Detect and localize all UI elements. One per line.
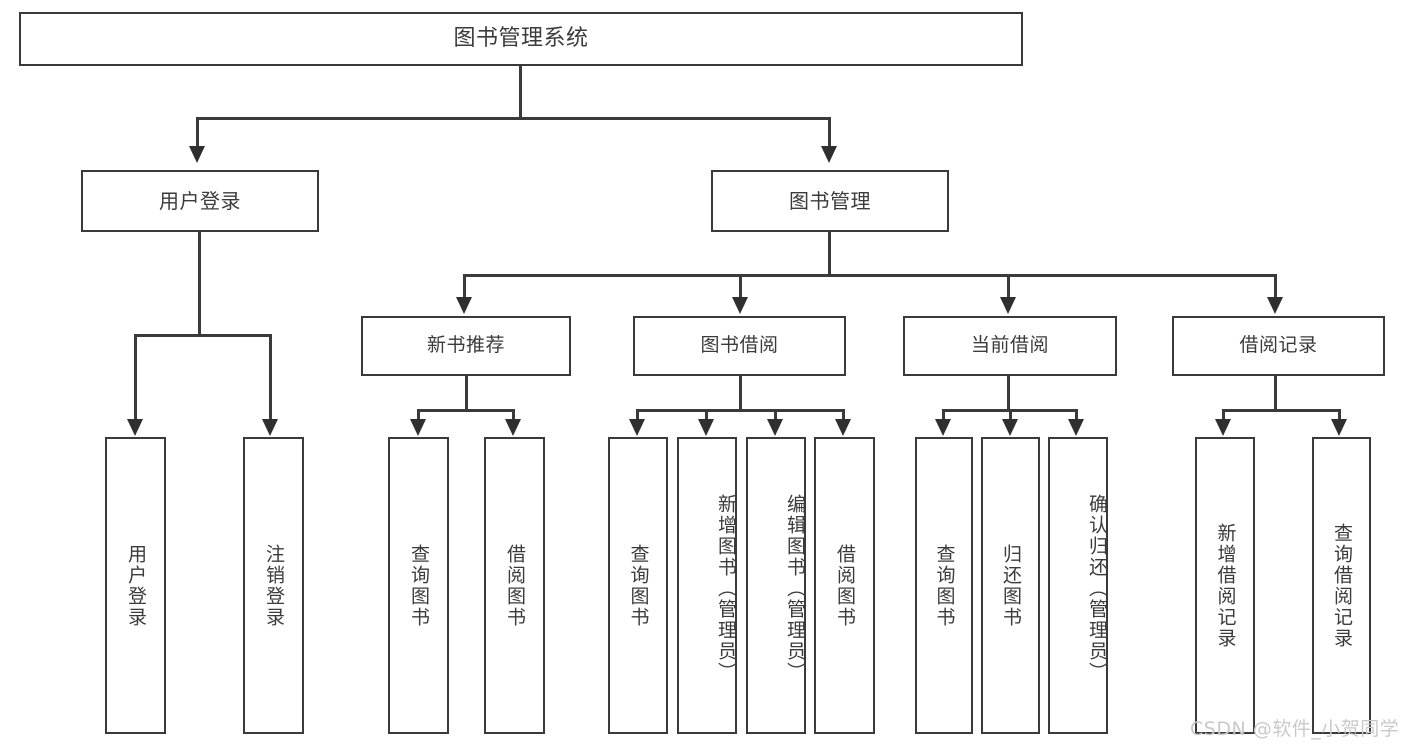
node-user-login[interactable]: 用户登录 xyxy=(81,170,319,232)
leaf-user-login[interactable]: 用户登录 xyxy=(105,437,166,734)
arrowhead-br-2 xyxy=(1331,419,1347,436)
node-label: 新增借阅记录 xyxy=(1214,522,1237,649)
connector-drop-leaf-logout xyxy=(269,334,272,421)
node-label: 新增图书（管理员） xyxy=(715,494,737,683)
connector-drop-nb-1 xyxy=(417,409,420,422)
node-label: 借阅图书 xyxy=(834,543,856,628)
arrowhead-nb-1 xyxy=(410,419,426,436)
leaf-cb-confirm-return[interactable]: 确认归还（管理员） xyxy=(1048,437,1108,734)
node-label: 归还图书 xyxy=(1000,543,1022,628)
connector-drop-current-borrow xyxy=(1007,274,1010,299)
connector-book-borrow-bus xyxy=(636,409,845,412)
arrowhead-leaf-user-login xyxy=(127,419,143,436)
node-label: 图书管理系统 xyxy=(453,25,589,51)
node-label: 查询图书 xyxy=(627,543,650,628)
connector-drop-book-manage xyxy=(828,117,831,148)
connector-drop-nb-2 xyxy=(512,409,515,422)
node-root-system[interactable]: 图书管理系统 xyxy=(19,12,1023,66)
arrowhead-cb-2 xyxy=(1002,419,1018,436)
watermark-text: CSDN @软件_小贺同学 xyxy=(1190,718,1400,740)
connector-new-book-trunk xyxy=(465,376,468,411)
connector-drop-bb-1 xyxy=(636,409,639,422)
connector-drop-book-borrow xyxy=(739,274,742,299)
connector-drop-br-2 xyxy=(1338,409,1341,422)
leaf-nb-query-book[interactable]: 查询图书 xyxy=(388,437,449,734)
connector-drop-cb-2 xyxy=(1009,409,1012,422)
node-label: 确认归还（管理员） xyxy=(1086,494,1108,683)
leaf-logout[interactable]: 注销登录 xyxy=(243,437,304,734)
node-label: 查询借阅记录 xyxy=(1331,522,1353,649)
node-current-borrow[interactable]: 当前借阅 xyxy=(903,316,1117,376)
connector-drop-bb-2 xyxy=(705,409,708,422)
connector-drop-borrow-record xyxy=(1274,274,1277,299)
arrowhead-cb-3 xyxy=(1068,419,1084,436)
leaf-bb-query-book[interactable]: 查询图书 xyxy=(608,437,668,734)
arrowhead-new-book xyxy=(456,297,472,314)
node-label: 图书借阅 xyxy=(700,334,779,357)
arrowhead-bb-3 xyxy=(767,419,783,436)
node-new-book-recommend[interactable]: 新书推荐 xyxy=(361,316,571,376)
connector-drop-cb-1 xyxy=(942,409,945,422)
leaf-br-query-record[interactable]: 查询借阅记录 xyxy=(1312,437,1371,734)
connector-book-manage-trunk xyxy=(828,232,831,276)
arrowhead-cb-1 xyxy=(935,419,951,436)
node-borrow-record[interactable]: 借阅记录 xyxy=(1172,316,1385,376)
arrowhead-bb-4 xyxy=(835,419,851,436)
connector-book-borrow-trunk xyxy=(739,376,742,411)
leaf-bb-borrow-book[interactable]: 借阅图书 xyxy=(814,437,875,734)
connector-borrow-record-trunk xyxy=(1274,376,1277,411)
connector-drop-new-book xyxy=(463,274,466,299)
connector-borrow-record-bus xyxy=(1222,409,1341,412)
arrowhead-book-manage xyxy=(821,146,837,163)
connector-drop-bb-4 xyxy=(842,409,845,422)
connector-drop-cb-3 xyxy=(1075,409,1078,422)
arrowhead-br-1 xyxy=(1215,419,1231,436)
node-label: 用户登录 xyxy=(159,188,241,213)
connector-drop-bb-3 xyxy=(774,409,777,422)
node-book-borrow[interactable]: 图书借阅 xyxy=(633,316,846,376)
leaf-bb-edit-book[interactable]: 编辑图书（管理员） xyxy=(746,437,806,734)
connector-user-login-trunk xyxy=(198,232,201,336)
node-label: 编辑图书（管理员） xyxy=(784,494,806,683)
node-book-management[interactable]: 图书管理 xyxy=(711,170,949,232)
node-label: 注销登录 xyxy=(263,543,285,628)
arrowhead-leaf-logout xyxy=(262,419,278,436)
node-label: 查询图书 xyxy=(408,543,430,628)
node-label: 新书推荐 xyxy=(426,334,505,357)
connector-level2-bus xyxy=(463,274,1277,277)
arrowhead-user-login xyxy=(189,146,205,163)
node-label: 借阅记录 xyxy=(1239,334,1318,357)
connector-user-login-bus xyxy=(134,334,269,337)
node-label: 用户登录 xyxy=(125,543,147,628)
leaf-cb-query-book[interactable]: 查询图书 xyxy=(915,437,973,734)
connector-drop-leaf-user-login xyxy=(134,334,137,421)
connector-current-borrow-trunk xyxy=(1007,376,1010,411)
arrowhead-bb-2 xyxy=(698,419,714,436)
arrowhead-nb-2 xyxy=(505,419,521,436)
node-label: 借阅图书 xyxy=(504,543,526,628)
connector-new-book-bus xyxy=(417,409,515,412)
arrowhead-bb-1 xyxy=(629,419,645,436)
arrowhead-current-borrow xyxy=(1000,297,1016,314)
csdn-watermark: CSDN @软件_小贺同学 xyxy=(1190,714,1399,741)
node-label: 当前借阅 xyxy=(970,334,1049,357)
leaf-bb-add-book[interactable]: 新增图书（管理员） xyxy=(677,437,737,734)
arrowhead-book-borrow xyxy=(732,297,748,314)
leaf-nb-borrow-book[interactable]: 借阅图书 xyxy=(484,437,545,734)
connector-drop-user-login xyxy=(196,117,199,148)
leaf-cb-return-book[interactable]: 归还图书 xyxy=(981,437,1040,734)
node-label: 查询图书 xyxy=(933,543,956,628)
connector-level1-bus xyxy=(196,117,831,120)
connector-root-trunk xyxy=(519,66,522,119)
node-label: 图书管理 xyxy=(789,188,871,213)
connector-drop-br-1 xyxy=(1222,409,1225,422)
arrowhead-borrow-record xyxy=(1267,297,1283,314)
leaf-br-add-record[interactable]: 新增借阅记录 xyxy=(1195,437,1255,734)
